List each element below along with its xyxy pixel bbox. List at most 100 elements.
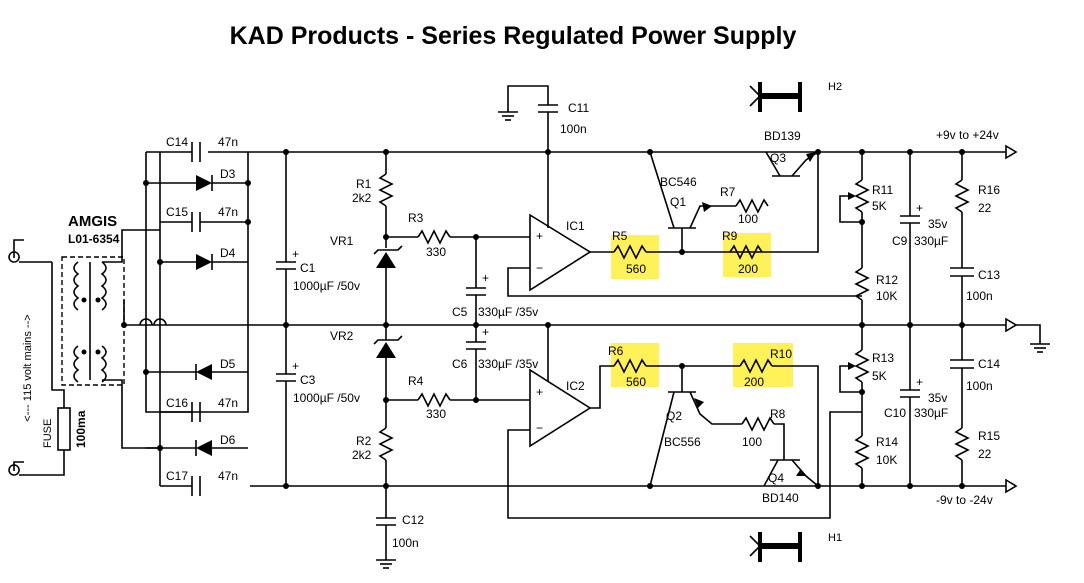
heatsink-bottom-label: H1 (828, 532, 842, 544)
c1-value: 1000µF /50v (293, 279, 360, 293)
output-negative-label: -9v to -24v (936, 493, 993, 507)
r9-value: 200 (738, 262, 758, 276)
r4-value: 330 (426, 407, 446, 421)
transformer-windings (73, 261, 107, 383)
r11-ref: R11 (872, 183, 893, 197)
c10-volt: 35v (928, 391, 947, 405)
c9-ref: C9 (892, 234, 908, 248)
svg-text:−: − (536, 261, 543, 275)
c1-ref: C1 (300, 261, 316, 275)
c17-value: 47n (218, 469, 238, 483)
highlight-r9 (723, 233, 771, 277)
ic1-symbol (529, 213, 592, 292)
r15-ref: R15 (978, 429, 1000, 443)
highlight-r6 (611, 343, 659, 387)
c9-volt: 35v (928, 217, 947, 231)
r1-value: 2k2 (352, 191, 372, 205)
svg-text:+: + (482, 325, 489, 339)
c5-value: 330µF /35v (478, 305, 538, 319)
c14b-ref: C14 (978, 357, 1000, 371)
junction-dots (121, 149, 965, 489)
r5-ref: R5 (612, 229, 628, 243)
r15-value: 22 (978, 447, 992, 461)
c12-ref: C12 (402, 513, 424, 527)
r6-value: 560 (626, 375, 646, 389)
svg-text:+: + (536, 385, 543, 399)
diagram-title: KAD Products - Series Regulated Power Su… (230, 22, 797, 50)
r2-value: 2k2 (352, 448, 372, 462)
c14a-ref: C14 (166, 135, 188, 149)
r6-ref: R6 (608, 344, 624, 358)
c16-value: 47n (218, 396, 238, 410)
q2-type: BC556 (664, 435, 701, 449)
c6-value: 330µF /35v (478, 357, 538, 371)
r12-value: 10K (876, 289, 897, 303)
output-positive-label: +9v to +24v (936, 128, 999, 142)
svg-text:+: + (916, 201, 923, 215)
c3-ref: C3 (300, 373, 316, 387)
ic2-symbol (529, 368, 592, 448)
svg-text:+: + (292, 247, 299, 261)
c12-value: 100n (392, 536, 419, 550)
c16-ref: C16 (166, 396, 188, 410)
d4-label: D4 (220, 246, 236, 260)
positive-terminal (1005, 144, 1018, 160)
r2-ref: R2 (356, 434, 372, 448)
fuse-label: FUSE (42, 419, 54, 448)
c11-value: 100n (560, 122, 587, 136)
vr2-label: VR2 (330, 329, 354, 343)
d6-label: D6 (220, 433, 236, 447)
c17-ref: C17 (166, 469, 188, 483)
c14a-value: 47n (218, 135, 238, 149)
r16-ref: R16 (978, 183, 1000, 197)
c3-value: 1000µF /50v (293, 391, 360, 405)
q4-type: BD140 (762, 491, 799, 505)
c13-ref: C13 (978, 268, 1000, 282)
highlight-r10 (733, 343, 793, 387)
r10-value: 200 (744, 375, 764, 389)
r12-ref: R12 (876, 273, 898, 287)
c14b-value: 100n (966, 379, 993, 393)
fuse-symbol (57, 407, 71, 451)
transformer-part: L01-6354 (68, 232, 120, 246)
mains-label: <--- 115 volt mains --> (22, 314, 34, 421)
c10-value: 330µF (914, 406, 948, 420)
terminal-symbols (13, 239, 24, 471)
c9-value: 330µF (914, 234, 948, 248)
r14-value: 10K (876, 453, 897, 467)
r8-value: 100 (742, 435, 762, 449)
heatsink-bottom (749, 532, 802, 562)
r3-value: 330 (426, 245, 446, 259)
q3-ref: Q3 (770, 151, 786, 165)
r13-ref: R13 (872, 351, 894, 365)
heatsink-top-label: H2 (828, 81, 842, 93)
sec-bottom-wire (102, 379, 160, 449)
ic2-label: IC2 (566, 379, 585, 393)
svg-text:+: + (916, 375, 923, 389)
c13-value: 100n (966, 289, 993, 303)
ic1-label: IC1 (566, 219, 585, 233)
fuse-value: 100ma (74, 410, 88, 448)
c5-ref: C5 (452, 305, 468, 319)
heatsink-top (749, 82, 802, 112)
r16-value: 22 (978, 201, 992, 215)
ground-terminal (1005, 317, 1018, 333)
d3-label: D3 (220, 167, 236, 181)
transformer-box (61, 256, 125, 386)
r5-value: 560 (626, 262, 646, 276)
r3-ref: R3 (408, 211, 424, 225)
svg-text:−: − (536, 421, 543, 435)
r13-value: 5K (872, 369, 887, 383)
fuse-wire (51, 262, 65, 408)
sec-top-wire (102, 229, 160, 263)
c15-value: 47n (218, 205, 238, 219)
q4-ref: Q4 (768, 471, 784, 485)
bridge-left (145, 152, 249, 413)
r7-ref: R7 (720, 185, 736, 199)
q1-ref: Q1 (670, 195, 686, 209)
q1-type: BC546 (660, 175, 697, 189)
r9-ref: R9 (722, 229, 738, 243)
q2-ref: Q2 (666, 409, 682, 423)
r1-ref: R1 (356, 177, 372, 191)
svg-text:+: + (482, 271, 489, 285)
